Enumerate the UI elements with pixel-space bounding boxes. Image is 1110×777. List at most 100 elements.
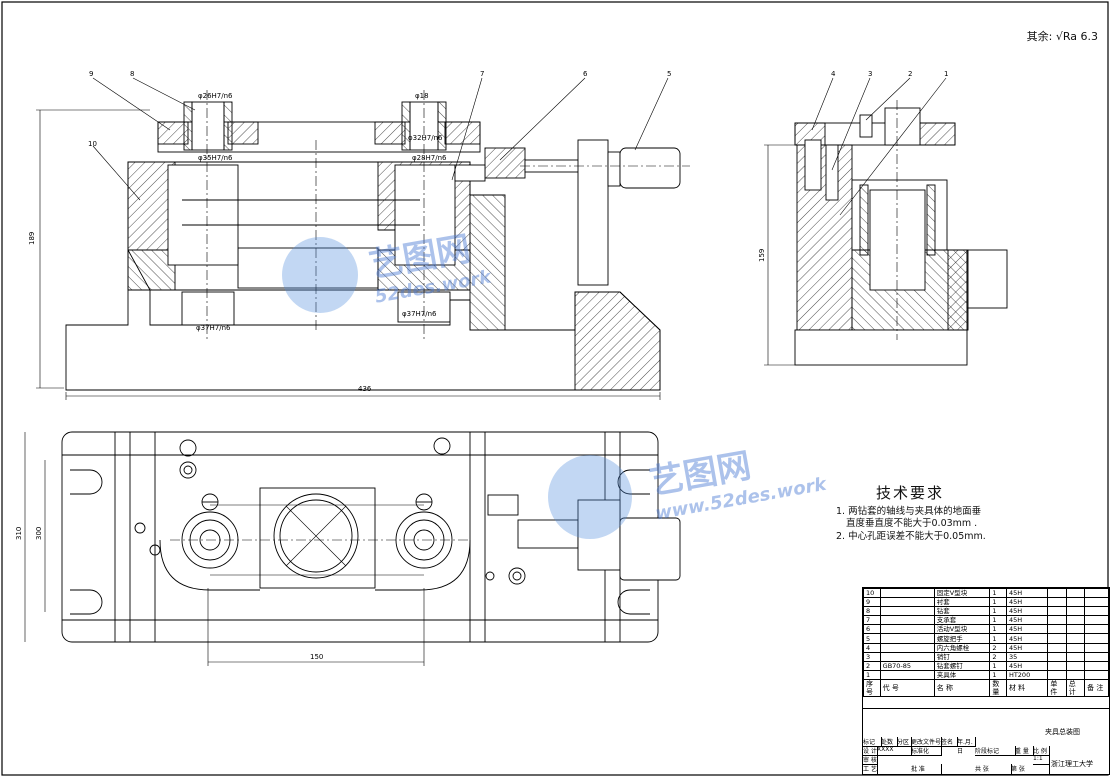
parts-cell-empty (1084, 651, 1109, 662)
parts-cell-code (879, 597, 935, 608)
dim-top-mid: φ18 (415, 92, 429, 100)
parts-cell-empty (1084, 669, 1109, 680)
parts-cell-qty: 1 (989, 597, 1007, 608)
parts-cell-material: 45H (1005, 615, 1049, 626)
parts-cell-no: 5 (863, 633, 881, 644)
parts-cell-empty (1065, 615, 1086, 626)
tb-check: 审 核 (863, 755, 878, 765)
parts-cell-material: 45H (1005, 606, 1049, 617)
dim-plan-length: 150 (310, 653, 323, 661)
balloon-6: 6 (583, 70, 588, 78)
parts-cell-no: 4 (863, 642, 881, 653)
parts-cell-name: 活动V型块 (933, 624, 991, 635)
header-material: 材 料 (1005, 678, 1049, 697)
parts-cell-name: 支承套 (933, 615, 991, 626)
parts-cell-material: 45H (1005, 597, 1049, 608)
tb-approve: 批 准 (911, 764, 942, 775)
side-view (764, 77, 1008, 366)
parts-cell-qty: 1 (989, 669, 1007, 680)
tb-school: 浙江理工大学 (1051, 760, 1093, 768)
dim-total-length: 436 (358, 385, 372, 393)
header-name: 名 称 (933, 678, 991, 697)
parts-cell-empty (1047, 642, 1067, 653)
balloon-1: 1 (944, 70, 948, 78)
parts-cell-code (879, 669, 935, 680)
parts-list-header: 序号 代 号 名 称 数量 材 料 单件 总计 备 注 (863, 678, 1109, 697)
parts-cell-empty (1047, 587, 1067, 599)
parts-cell-qty: 1 (989, 660, 1007, 671)
parts-cell-empty (1065, 624, 1086, 635)
parts-cell-empty (1047, 669, 1067, 680)
tb-date: 年.月.日 (957, 737, 976, 755)
parts-cell-no: 6 (863, 624, 881, 635)
tb-mark: 标记 (863, 737, 882, 747)
parts-cell-code (879, 606, 935, 617)
tech-note-2: 2. 中心孔距误差不能大于0.05mm. (836, 531, 986, 542)
tb-stage: 阶段标记 (975, 746, 1016, 756)
header-unit-weight: 单件 (1047, 678, 1067, 697)
parts-cell-material: HT200 (1005, 669, 1049, 680)
tb-sign: 签名 (941, 737, 958, 747)
parts-cell-name: 钻套螺钉 (933, 660, 991, 671)
balloon-7: 7 (480, 70, 484, 78)
dim-bush-mid2: φ28H7/n6 (412, 154, 447, 162)
parts-cell-empty (1084, 642, 1109, 653)
parts-cell-qty: 1 (989, 624, 1007, 635)
parts-cell-code (879, 642, 935, 653)
tb-scale: 1:1 (1033, 755, 1050, 765)
parts-cell-empty (1084, 587, 1109, 599)
dim-plan-inner: 300 (35, 527, 43, 540)
parts-cell-qty: 2 (989, 642, 1007, 653)
parts-cell-no: 2 (863, 660, 881, 671)
title-block-lower: 标记 处数 分区 更改文件号 签名 年.月.日 设 计 XXXX 标准化 阶段标… (863, 708, 1109, 775)
parts-cell-name: 钻套 (933, 606, 991, 617)
parts-cell-name: 螺旋把手 (933, 633, 991, 644)
header-total-weight: 总计 (1065, 678, 1086, 697)
parts-cell-qty: 1 (989, 633, 1007, 644)
parts-cell-code (879, 633, 935, 644)
parts-cell-name: 衬套 (933, 597, 991, 608)
parts-cell-empty (1065, 642, 1086, 653)
parts-cell-material: 45H (1005, 587, 1049, 599)
watermark-globes (282, 237, 632, 539)
parts-cell-empty (1084, 633, 1109, 644)
parts-cell-material: 45H (1005, 633, 1049, 644)
balloon-10: 10 (88, 140, 97, 148)
part-balloons: 9 8 10 7 6 5 4 3 2 1 (88, 70, 948, 148)
parts-cell-code: GB70-85 (879, 660, 935, 671)
parts-cell-empty (1084, 660, 1109, 671)
parts-cell-qty: 1 (989, 587, 1007, 599)
parts-cell-no: 3 (863, 651, 881, 662)
parts-cell-empty (1047, 633, 1067, 644)
parts-cell-no: 9 (863, 597, 881, 608)
dim-height-side: 159 (758, 249, 766, 262)
parts-cell-no: 8 (863, 606, 881, 617)
dim-height-front: 189 (28, 232, 36, 245)
front-view (36, 77, 690, 400)
tb-doc: 更改文件号 (911, 737, 942, 747)
tb-sheet-total: 共 张 (975, 764, 1012, 775)
parts-cell-name: 夹具体 (933, 669, 991, 680)
parts-cell-empty (1084, 624, 1109, 635)
tb-assembly-name: 夹具总装图 (1045, 728, 1080, 736)
parts-cell-empty (1047, 606, 1067, 617)
parts-cell-qty: 2 (989, 651, 1007, 662)
dimension-labels: 436 189 159 310 300 150 φ26H7/n6 φ18 φ35… (15, 92, 766, 661)
dim-top-left: φ26H7/n6 (198, 92, 233, 100)
balloon-2: 2 (908, 70, 912, 78)
parts-cell-qty: 1 (989, 615, 1007, 626)
parts-cell-material: 45H (1005, 624, 1049, 635)
parts-cell-empty (1065, 587, 1086, 599)
parts-cell-empty (1065, 597, 1086, 608)
header-no: 序号 (863, 678, 881, 697)
parts-cell-material: 45H (1005, 660, 1049, 671)
parts-cell-empty (1084, 606, 1109, 617)
